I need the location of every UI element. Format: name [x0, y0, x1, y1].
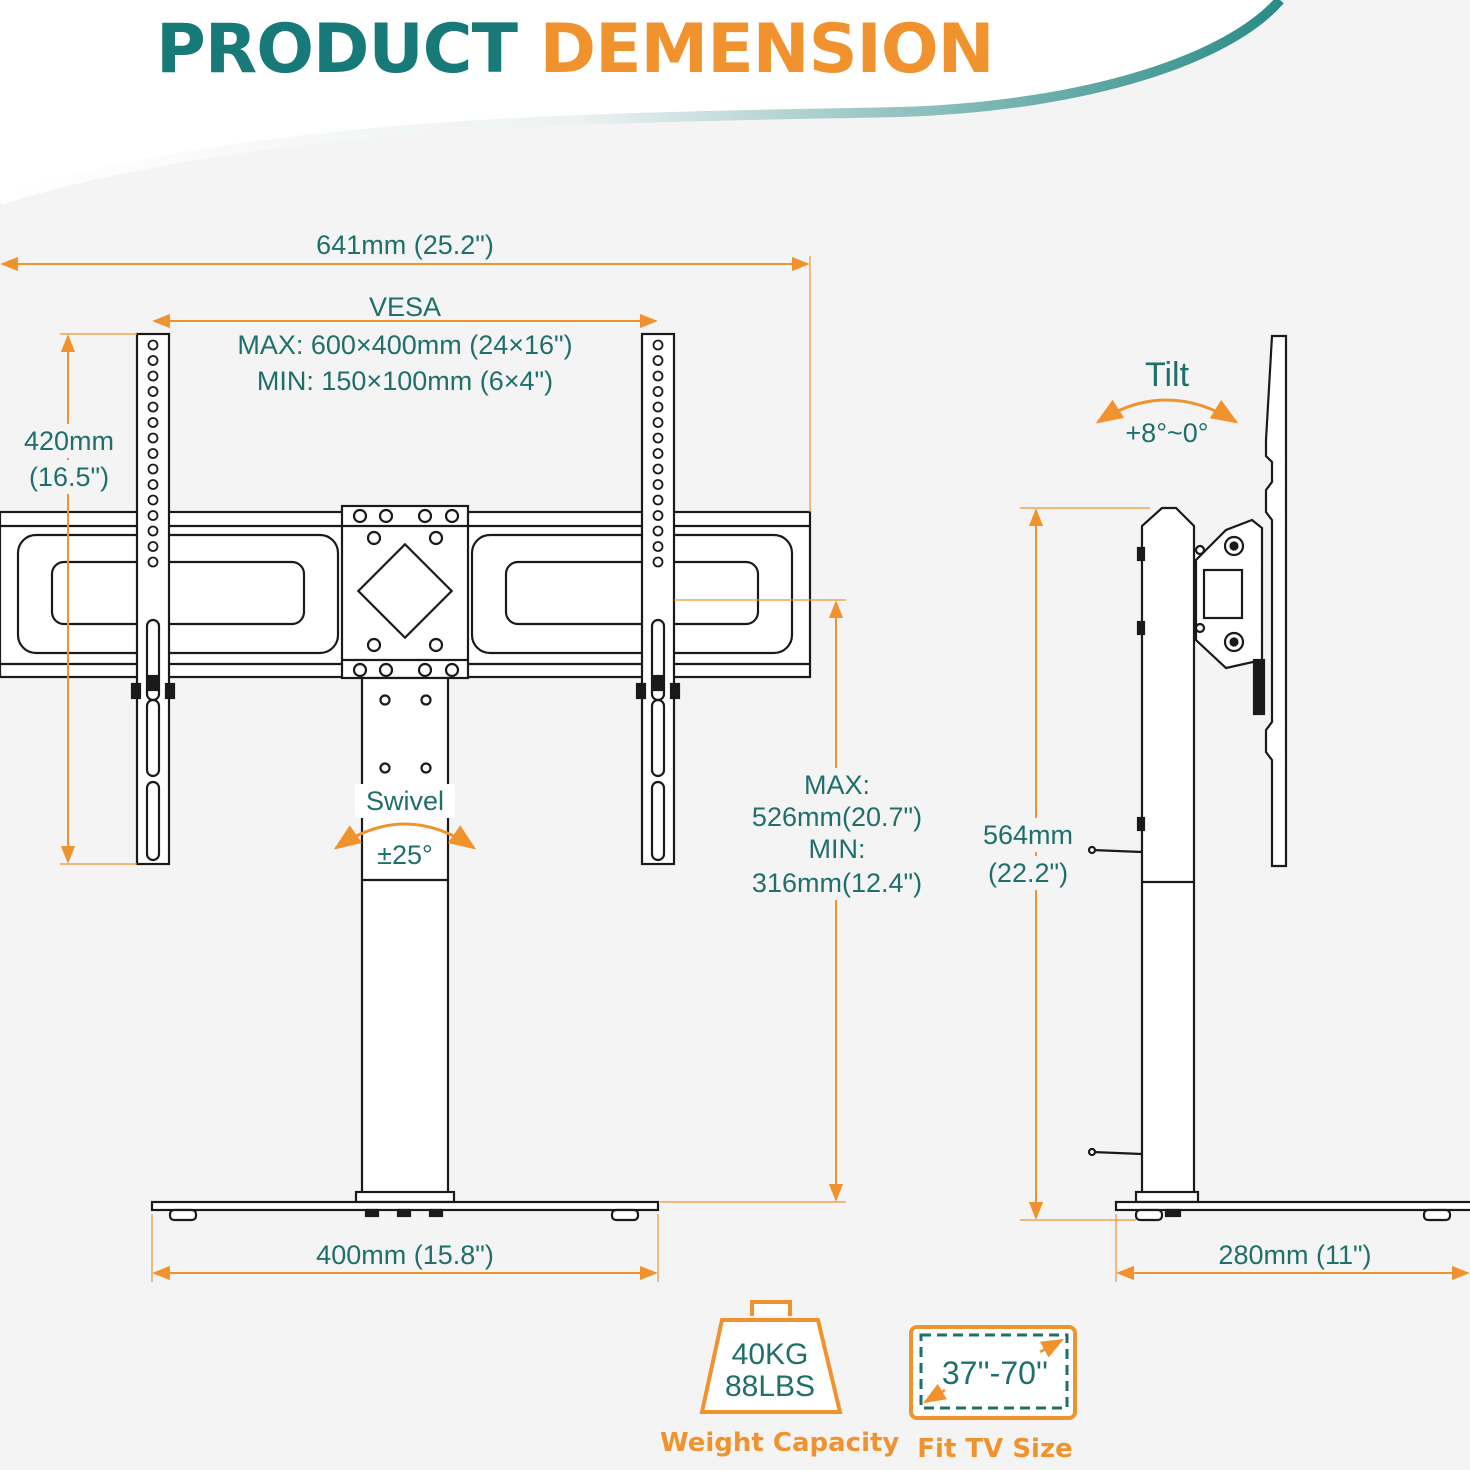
weight-badge-icon	[699, 1300, 843, 1414]
bracket-height-in-label: (16.5")	[14, 460, 124, 494]
header-wave	[0, 0, 1284, 205]
bracket-hole	[147, 494, 159, 506]
bracket-hole	[652, 541, 664, 552]
bracket-hole	[652, 401, 664, 413]
title-part-2: DEMENSION	[539, 10, 995, 89]
vesa-heading: VESA	[368, 292, 442, 322]
page-title: PRODUCT DEMENSION	[156, 8, 995, 92]
bracket-hole	[147, 432, 159, 444]
bracket-hole	[147, 541, 159, 552]
height-max-label: MAX:	[752, 768, 922, 802]
bracket-hole	[147, 401, 159, 413]
bracket-hole	[652, 417, 664, 428]
height-max-value: 526mm(20.7")	[742, 800, 932, 834]
fit-tv-size-caption: Fit TV Size	[917, 1434, 1073, 1464]
bracket-hole	[147, 479, 159, 490]
side-height-in-label: (22.2")	[972, 856, 1084, 890]
title-part-1: PRODUCT	[156, 10, 518, 89]
swivel-range-label: ±25°	[377, 840, 433, 870]
bracket-hole	[652, 355, 664, 366]
bracket-hole	[147, 463, 159, 475]
bracket-hole	[147, 525, 159, 537]
bracket-hole	[147, 417, 159, 428]
bracket-height-mm-label: 420mm	[14, 424, 124, 458]
base-depth-label: 280mm (11")	[1218, 1240, 1372, 1270]
height-min-label: MIN:	[752, 832, 922, 866]
tilt-range-label: +8°~0°	[1125, 418, 1209, 448]
bracket-hole	[652, 386, 664, 397]
bracket-hole	[652, 479, 664, 490]
bracket-hole	[147, 448, 159, 459]
weight-lbs-label: 88LBS	[724, 1370, 816, 1403]
bracket-hole	[652, 463, 664, 475]
bracket-hole	[652, 339, 664, 351]
swivel-label: Swivel	[355, 784, 455, 818]
bracket-hole	[147, 339, 159, 351]
bracket-hole	[652, 370, 664, 382]
bracket-holes	[147, 339, 664, 568]
weight-kg-label: 40KG	[731, 1338, 809, 1371]
bracket-hole	[652, 510, 664, 521]
bracket-hole	[652, 525, 664, 537]
height-min-value: 316mm(12.4")	[742, 866, 932, 900]
bracket-hole	[147, 370, 159, 382]
vesa-min-label: MIN: 150×100mm (6×4")	[256, 366, 554, 396]
overall-width-label: 641mm (25.2")	[316, 230, 494, 260]
bracket-hole	[147, 556, 159, 568]
side-view	[1087, 334, 1470, 1222]
bracket-hole	[147, 510, 159, 521]
bracket-hole	[652, 432, 664, 444]
tv-size-badge-icon	[909, 1325, 1077, 1420]
tv-size-label: 37''-70''	[941, 1355, 1049, 1391]
bracket-hole	[652, 556, 664, 568]
tilt-label: Tilt	[1144, 356, 1190, 394]
base-width-label: 400mm (15.8")	[316, 1240, 494, 1270]
weight-capacity-caption: Weight Capacity	[660, 1428, 900, 1458]
bracket-hole	[652, 494, 664, 506]
vesa-max-label: MAX: 600×400mm (24×16")	[237, 330, 573, 360]
bracket-hole	[147, 386, 159, 397]
bracket-hole	[652, 448, 664, 459]
bracket-hole	[147, 355, 159, 366]
side-height-mm-label: 564mm	[972, 818, 1084, 852]
